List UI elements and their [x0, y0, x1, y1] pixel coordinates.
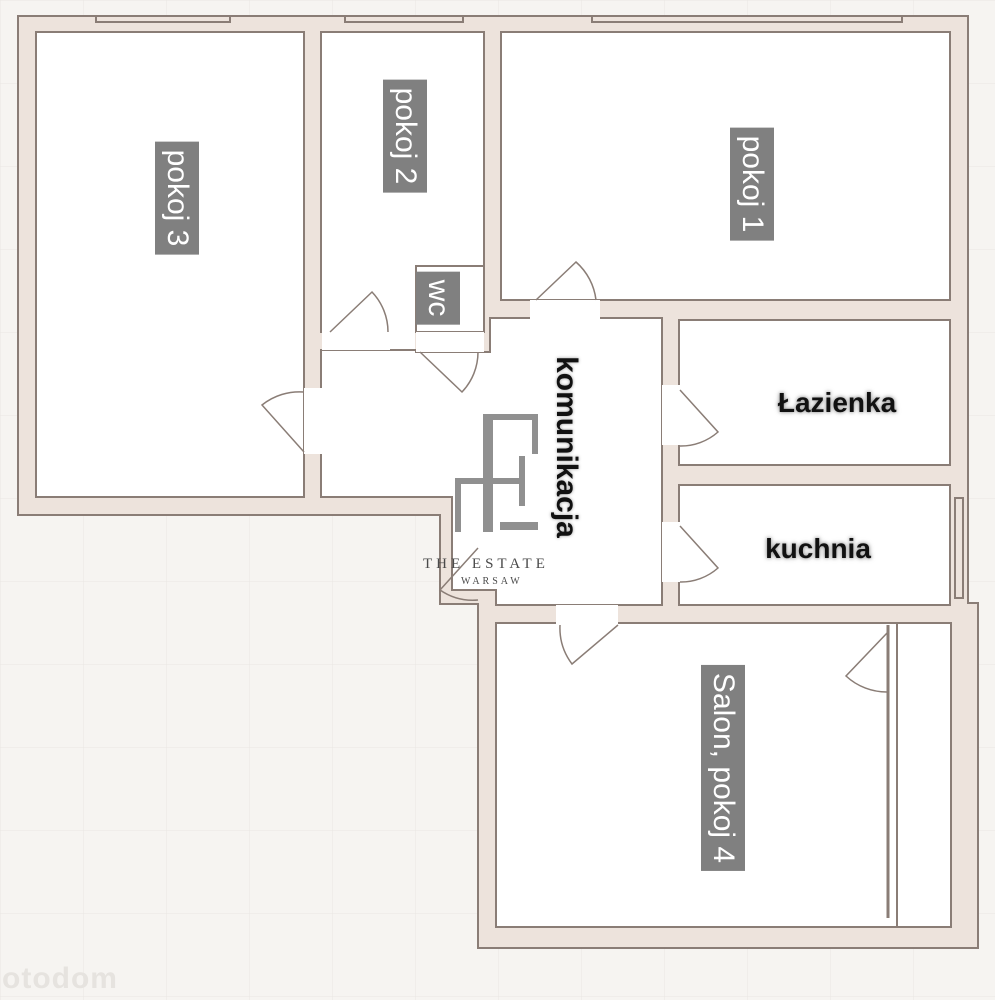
window: [591, 15, 903, 23]
door-swing: [679, 389, 720, 447]
label-kuchnia: kuchnia: [765, 533, 871, 564]
room-lazienka: [678, 319, 951, 466]
window: [954, 497, 964, 599]
door-swing: [419, 351, 479, 394]
door-swing: [438, 547, 479, 601]
logo-city: WARSAW: [461, 576, 523, 587]
logo-name: THE ESTATE: [423, 556, 549, 572]
label-wc: wc: [416, 271, 460, 325]
label-pokoj-1: pokoj 1: [730, 127, 774, 241]
window: [95, 15, 231, 23]
room-pokoj-3: [35, 31, 305, 498]
door-swing: [535, 260, 597, 301]
label-komunikacja: komunikacja: [550, 356, 583, 538]
label-lazienka: Łazienka: [777, 387, 897, 418]
door-swing: [260, 391, 305, 453]
door-swing: [559, 624, 619, 666]
otodom-watermark: otodom: [2, 962, 118, 995]
room-kuchnia: [678, 484, 951, 606]
the-estate-logo: [455, 414, 538, 532]
door-swing: [844, 631, 889, 693]
door-swing: [679, 525, 720, 583]
label-salon: Salon, pokoj 4: [701, 664, 745, 872]
label-pokoj-3: pokoj 3: [155, 141, 199, 255]
window: [344, 15, 464, 23]
label-pokoj-2: pokoj 2: [383, 79, 427, 193]
room-pokoj-1: [500, 31, 951, 301]
balcony: [896, 622, 952, 928]
door-swing: [329, 290, 389, 333]
